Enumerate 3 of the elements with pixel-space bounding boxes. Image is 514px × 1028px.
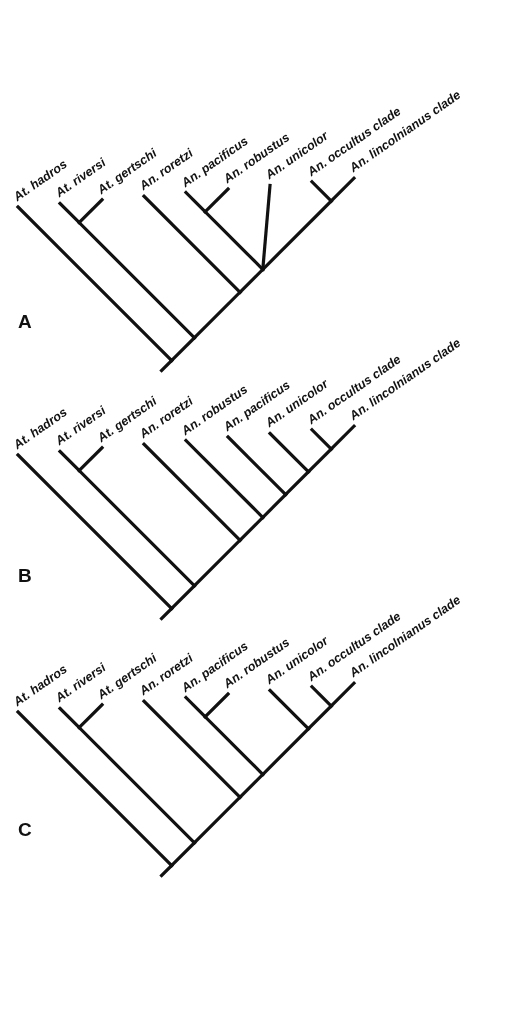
panel-label: C [18,820,32,840]
panel-label: B [18,566,32,586]
panel-label: A [18,312,32,332]
